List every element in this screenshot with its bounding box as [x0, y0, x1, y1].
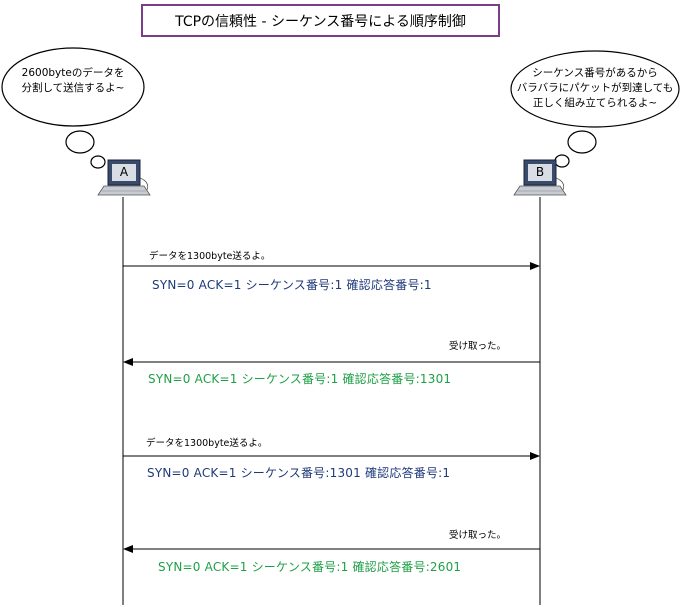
thought-bubble-right-dot-small: [554, 154, 570, 168]
message-2-label: 受け取った。: [449, 341, 507, 352]
thought-bubble-left: [1, 47, 145, 127]
message-1-header: SYN=0 ACK=1 シーケンス番号:1 確認応答番号:1: [152, 278, 432, 292]
thought-bubble-right-dot-large: [567, 130, 597, 154]
bubble-left-text: 2600byteのデータを 分割して送信するよ~: [13, 66, 133, 96]
message-3-label: データを1300byte送るよ。: [146, 438, 268, 449]
computer-a-icon: [97, 159, 151, 196]
thought-bubble-right: [510, 50, 680, 128]
bubble-right-line-1: シーケンス番号があるから: [532, 67, 658, 79]
bubble-left-line-2: 分割して送信するよ~: [21, 82, 125, 94]
bubble-right-line-3: 正しく組み立てられるよ~: [532, 97, 658, 109]
host-b-label: B: [535, 165, 545, 179]
message-1-label: データを1300byte送るよ。: [149, 251, 271, 262]
thought-bubble-left-dot-large: [65, 130, 95, 154]
host-a-label: A: [119, 165, 129, 179]
message-3-header: SYN=0 ACK=1 シーケンス番号:1301 確認応答番号:1: [147, 466, 451, 480]
computer-b-icon: [513, 159, 567, 196]
bubble-right-text: シーケンス番号があるから バラバラにパケットが到達しても 正しく組み立てられるよ…: [511, 66, 679, 111]
message-2-header: SYN=0 ACK=1 シーケンス番号:1 確認応答番号:1301: [148, 372, 452, 386]
bubble-right-line-2: バラバラにパケットが到達しても: [516, 82, 674, 94]
bubble-left-line-1: 2600byteのデータを: [21, 67, 125, 79]
message-4-header: SYN=0 ACK=1 シーケンス番号:1 確認応答番号:2601: [158, 560, 462, 574]
diagram-title-text: TCPの信頼性 - シーケンス番号による順序制御: [175, 13, 466, 30]
message-4-label: 受け取った。: [449, 530, 507, 541]
diagram-title: TCPの信頼性 - シーケンス番号による順序制御: [141, 4, 500, 37]
thought-bubble-left-dot-small: [90, 155, 106, 169]
